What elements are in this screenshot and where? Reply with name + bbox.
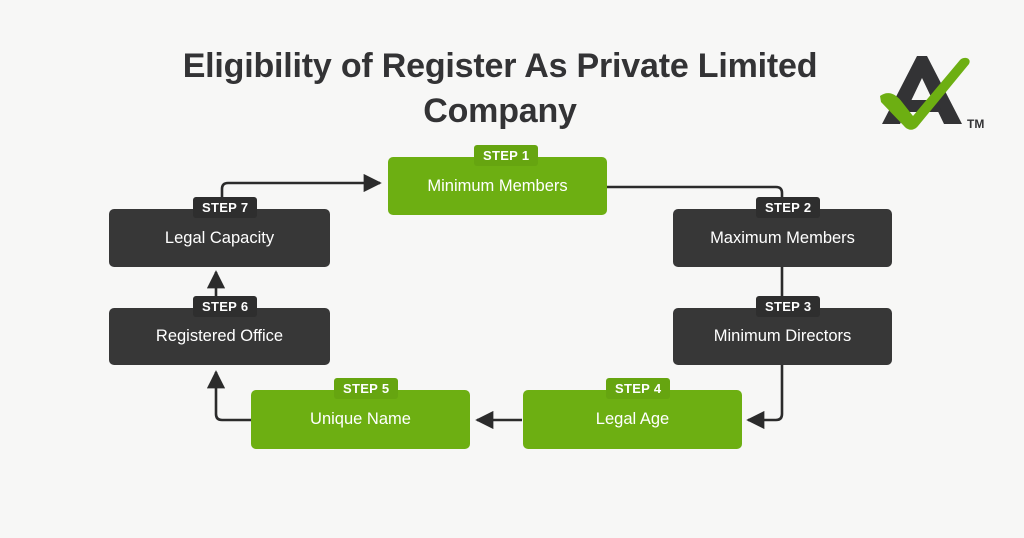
connector-3-to-4 [746,365,784,430]
step-4-body: Legal Age [523,390,742,449]
brand-logo: TM [868,48,986,134]
step-6-label: Registered Office [155,327,284,345]
step-node-7[interactable]: Legal Capacity STEP 7 [109,197,330,267]
step-3-label: Minimum Directors [713,327,852,345]
step-3-badge: STEP 3 [756,296,821,317]
step-node-5[interactable]: Unique Name STEP 5 [251,378,470,449]
step-node-6[interactable]: Registered Office STEP 6 [109,296,330,365]
step-2-body: Maximum Members [673,209,892,267]
logo-checkmark-icon [880,57,970,130]
step-4-badge: STEP 4 [606,378,671,399]
step-1-badge: STEP 1 [474,145,539,166]
step-2-label: Maximum Members [710,228,855,247]
step-3-body: Minimum Directors [673,308,892,365]
step-node-2[interactable]: Maximum Members STEP 2 [673,197,892,267]
step-1-body: Minimum Members [388,157,607,215]
step-6-badge: STEP 6 [193,296,258,317]
step-5-body: Unique Name [251,390,470,449]
step-7-label: Legal Capacity [164,228,275,247]
step-node-4[interactable]: Legal Age STEP 4 [523,378,742,449]
step-7-badge: STEP 7 [193,197,258,218]
page-title-line-2: Company [423,92,577,131]
step-node-1[interactable]: Minimum Members STEP 1 [388,145,607,215]
step-1-label: Minimum Members [427,176,568,195]
page-title: Eligibility of Register As Private Limit… [150,44,850,134]
step-2-badge: STEP 2 [756,197,821,218]
connector-5-to-6 [206,370,256,422]
step-6-body: Registered Office [109,308,330,365]
logo-trademark: TM [967,117,984,131]
step-7-body: Legal Capacity [109,209,330,267]
step-4-label: Legal Age [595,410,670,428]
step-5-badge: STEP 5 [334,378,399,399]
page-title-line-1: Eligibility of Register As Private Limit… [182,47,818,85]
step-node-3[interactable]: Minimum Directors STEP 3 [673,296,892,365]
step-5-label: Unique Name [310,410,411,428]
